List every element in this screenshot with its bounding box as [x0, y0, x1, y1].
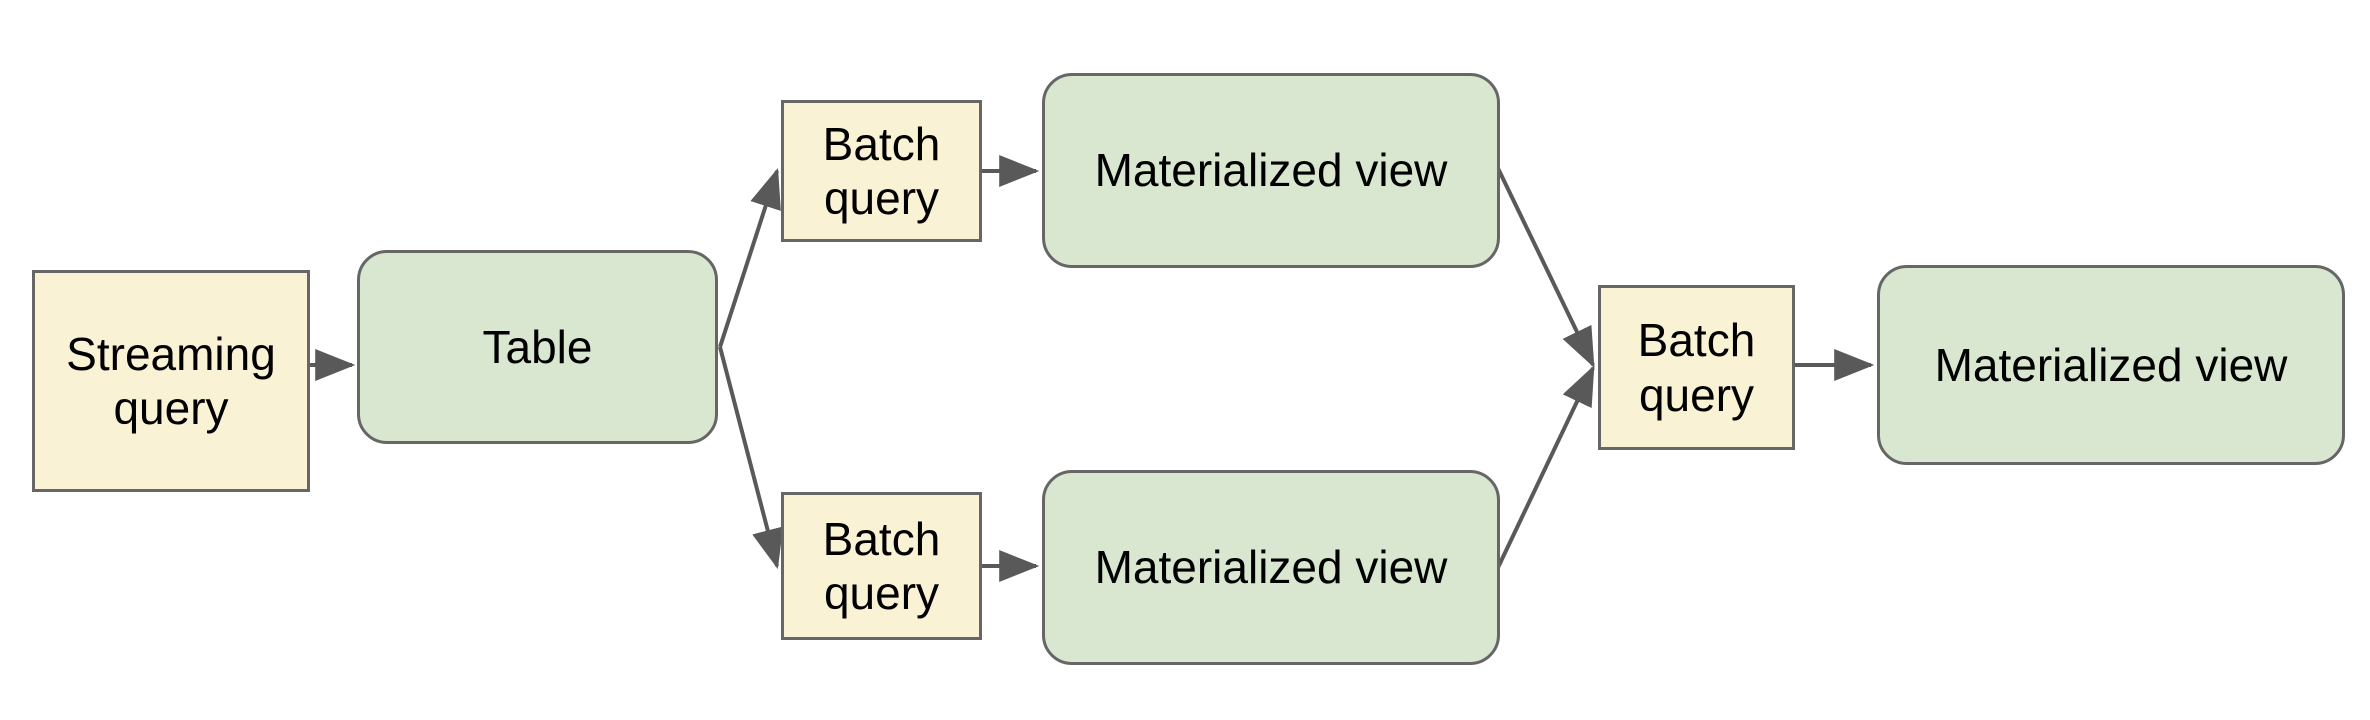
node-materialized-view-right[interactable]: Materialized view [1877, 265, 2345, 465]
node-batch-query-bottom[interactable]: Batch query [781, 492, 982, 640]
node-materialized-view-top[interactable]: Materialized view [1042, 73, 1500, 268]
edge-materialized-view-bottom-to-batch-query-right [1491, 365, 1595, 579]
node-streaming-query[interactable]: Streaming query [32, 270, 310, 492]
edge-table-to-batch-query-top [718, 167, 781, 348]
edge-materialized-view-top-to-batch-query-right [1491, 157, 1595, 368]
node-batch-query-top[interactable]: Batch query [781, 100, 982, 242]
edge-table-to-batch-query-bottom [718, 346, 784, 570]
node-table[interactable]: Table [357, 250, 718, 444]
node-batch-query-right[interactable]: Batch query [1598, 285, 1795, 450]
node-materialized-view-bottom[interactable]: Materialized view [1042, 470, 1500, 665]
